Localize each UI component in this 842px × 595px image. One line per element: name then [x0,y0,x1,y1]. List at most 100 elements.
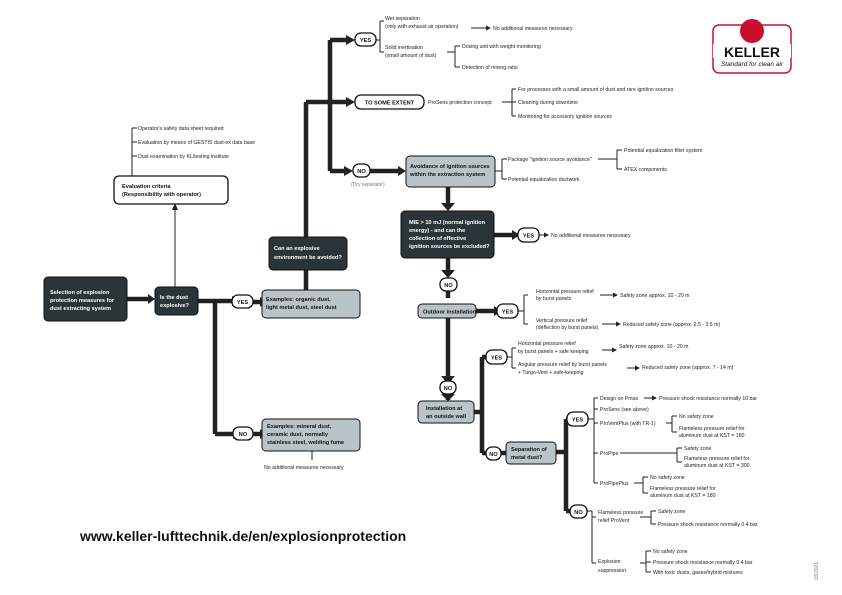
eval-item: Operator's safety data sheet required [138,126,224,132]
wall-result: Reduced safety zone (approx. 7 - 14 m) [642,365,734,371]
metal-yes-item: Design on Pmax [600,396,638,402]
outdoor-result: Reduced safety zone (approx. 2.5 - 3.5 m… [623,322,720,328]
mie-line-1: MIE > 10 mJ (normal ignition [409,220,486,226]
logo-tagline: Standard for clean air [721,61,784,68]
logo-circle-icon [740,19,764,43]
thin-connectors [131,20,682,573]
proventplus-result: aluminum dust at KST = 180 [679,433,745,439]
wet-separation-line-1: Wet separation [385,16,420,22]
eval-criteria-subtitle: (Responsibility with operator) [122,192,201,198]
flameless-result: Safety zone [658,509,686,515]
no-examples-line-3: stainless steel, welding fume [267,440,344,446]
yes-label-metal: YES [566,411,589,427]
no-additional-wet: No additional measures necessary [493,26,573,32]
avoidance-line-1: Avoidance of ignition sources [410,164,490,170]
wall-result: Safety zone approx. 10 - 20 m [619,344,689,350]
document-code: 03/2021 [814,562,820,580]
metal-yes-item: ProPipePlus [600,481,629,487]
no-additional-mie: No additional measures necessary [551,233,631,239]
no-text: NO [444,283,453,289]
is-dust-explosive-node: Is the dust explosive? [154,286,199,316]
installation-wall-node: Installation at an outside wall [417,400,475,424]
suppression-result: Pressure shock resistance normally 0.4 b… [653,560,753,566]
detection-mixing: Detection of mixing ratio [462,65,518,71]
no-label-wall: NO [485,446,502,461]
wall-item: Horizontal pressure relief [518,341,576,347]
avoid-question-node: Can an explosive environment be avoided? [268,236,348,271]
outdoor-item: Horizontal pressure relief [536,289,594,295]
outdoor-item: by burst panels [536,296,572,302]
separation-metal-node: Separation of metal dust? [505,441,557,465]
package-item: Potential equalization filter system [624,148,702,154]
suppression-result: With toxic dusts, gases/hybrid mixtures [653,570,743,576]
wall-item: + Turgo-Vent + safe-keeping [518,370,584,376]
avoid-question-line-2: environment be avoided? [274,255,342,261]
avoidance-node: Avoidance of ignition sources within the… [405,155,496,188]
separation-line-2: metal dust? [511,455,543,461]
mie-line-4: ignition sources be excluded? [409,244,490,250]
separation-line-1: Separation of [511,447,547,453]
outdoor-text: Outdoor installation [423,310,477,316]
evaluation-criteria-node: Evaluation criteria (Responsibility with… [113,175,229,205]
wet-separation-line-2: (only with exhaust air operation) [385,24,459,30]
prosens-item: Cleaning during downtime [518,100,578,106]
propipe-result: Safety zone [684,446,712,452]
proventplus-result: No safety zone [679,414,714,420]
no-examples-line-1: Examples: mineral dust, [267,424,332,430]
no-label-outdoor: NO [439,380,457,395]
avoidance-line-2: within the extraction system [409,172,485,178]
suppression-line-1: Explosion [598,559,621,565]
no-text: NO [444,386,453,392]
eval-item: Dust examination by KL/testing institute [138,154,229,160]
wall-item: Angular pressure relief by burst panels [518,362,607,368]
suppression-result: No safety zone [653,549,688,555]
mie-question-node: MIE > 10 mJ (normal ignition energy) - a… [400,210,495,259]
yes-label-mie: YES [517,227,540,243]
start-node: Selection of explosion protection measur… [43,276,128,322]
propipe-result: aluminum dust at KST = 300 [684,463,750,469]
yes-text: YES [572,418,583,424]
yes-examples-line-1: Examples: organic dust, [266,297,331,303]
start-line-2: protection measures for [50,298,115,304]
eval-criteria-title: Evaluation criteria [122,184,171,190]
potential-ductwork: Potential equalization ductwork [508,177,580,183]
evaluation-items: Operator's safety data sheet required Ev… [138,126,255,160]
no-text: NO [574,510,583,516]
yes-label-outdoor: YES [496,303,519,319]
mie-line-3: collection of effective [409,236,466,242]
yes-label-dust: YES [231,294,254,309]
propipeplus-result: aluminum dust at KST = 180 [650,493,716,499]
keller-logo: KELLER Standard for clean air [712,19,792,74]
no-label-mie: NO [439,277,458,292]
prosens-item: Monitoring for accessory ignition source… [518,114,612,120]
yes-label-avoid: YES [354,32,377,47]
dosing-unit: Dosing unit with weight monitoring [462,44,541,50]
outdoor-item: Vertical pressure relief [536,318,588,324]
no-label-avoid: NO [352,163,371,178]
main-flow-lines [127,37,572,514]
no-text: NO [357,169,366,175]
yes-examples-node: Examples: organic dust, light metal dust… [261,289,361,319]
prosens-item: For processes with a small amount of dus… [518,87,674,93]
proventplus-result: Flameless pressure relief for [679,426,745,432]
no-examples-line-2: ceramic dust, normally [267,432,329,438]
wall-item: by burst panels + safe keeping [518,349,589,355]
is-dust-line-2: explosive? [160,303,189,309]
package-item: ATEX components [624,167,667,173]
mie-line-2: energy) - and can the [409,228,465,234]
no-text: NO [489,452,498,458]
propipe-result: Flameless pressure relief for [684,456,750,462]
eval-item: Evaluation by means of GESTIS dust-ex da… [138,140,255,146]
yes-text: YES [502,310,513,316]
is-dust-line-1: Is the dust [160,295,188,301]
no-examples-node: Examples: mineral dust, ceramic dust, no… [261,418,361,452]
no-label-dust: NO [232,426,254,441]
propipeplus-result: No safety zone [650,475,685,481]
outdoor-item: (deflection by burst panels) [536,325,599,331]
metal-yes-item: ProVentPlus (with TR-1) [600,421,656,427]
propipeplus-result: Flameless pressure relief for [650,486,716,492]
no-text: NO [239,432,248,438]
dry-separator: (Dry separator) [351,182,385,188]
yes-text: YES [491,356,502,362]
